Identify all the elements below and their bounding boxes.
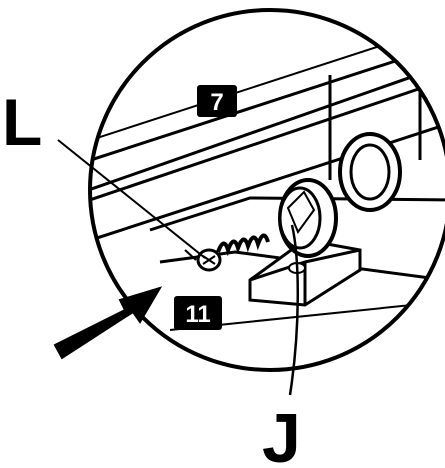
callout-l: L [2,85,42,159]
badge-7-text: 7 [210,89,223,116]
spring-and-screw [184,233,270,272]
leader-line-j [288,224,299,396]
magnifier-outline [88,8,445,372]
upper-panel [90,37,445,203]
insertion-arrow [53,286,163,360]
part-badge-7: 7 [197,85,237,117]
badge-11-text: 11 [185,301,210,328]
magnified-view [90,19,445,331]
part-badge-11: 11 [174,296,222,330]
mounting-bracket [248,178,362,307]
leader-line-l [57,139,206,259]
callout-j: J [262,399,301,468]
